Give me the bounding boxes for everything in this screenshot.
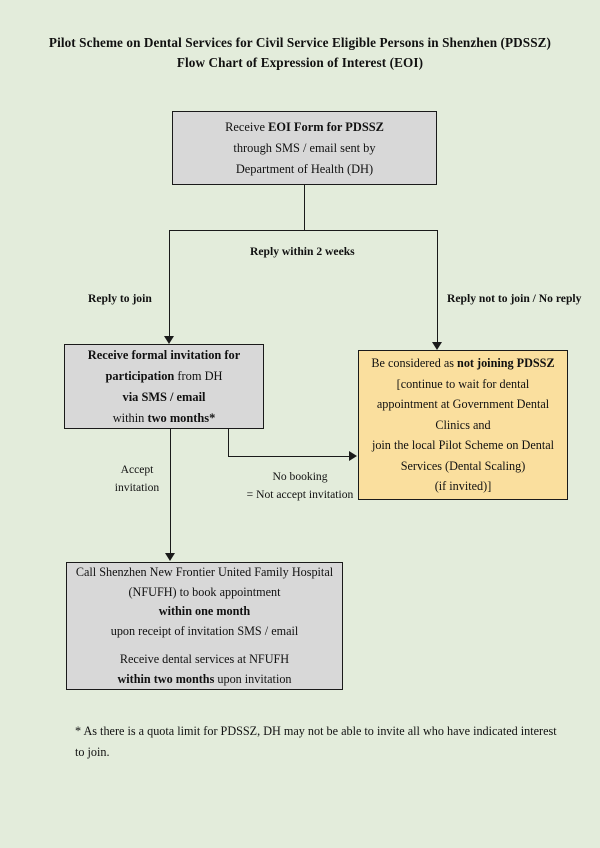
footnote-quota-limit: * As there is a quota limit for PDSSZ, D… xyxy=(75,724,557,759)
edge-label-reply-not-to-join: Reply not to join / No reply xyxy=(447,292,582,305)
line-bold: within two months xyxy=(117,671,215,686)
connector-split-bar xyxy=(169,230,438,231)
edge-label-reply-to-join: Reply to join xyxy=(88,292,152,305)
line-prefix: Department of Health (DH) xyxy=(235,161,374,176)
chart-title: Pilot Scheme on Dental Services for Civi… xyxy=(0,33,600,73)
edge-label-line: = Not accept invitation xyxy=(246,488,354,501)
node-line: Receive EOI Form for PDSSZ xyxy=(219,117,390,138)
node-line: Receive formal invitation for xyxy=(82,345,246,366)
connector-right-arm xyxy=(437,230,438,343)
node-line: Department of Health (DH) xyxy=(230,159,379,180)
connector-eoi-stem xyxy=(304,185,305,231)
node-line: Services (Dental Scaling) xyxy=(400,458,526,473)
node-line: through SMS / email sent by xyxy=(227,138,381,159)
node-line: appointment at Government Dental xyxy=(376,397,550,412)
node-line: upon receipt of invitation SMS / email xyxy=(110,623,299,638)
node-line: (NFUFH) to book appointment xyxy=(128,584,281,599)
edge-label-line: No booking xyxy=(272,470,328,483)
connector-accept-invitation xyxy=(170,429,171,554)
node-line: Call Shenzhen New Frontier United Family… xyxy=(75,565,334,579)
node-line: [continue to wait for dental xyxy=(396,376,530,391)
node-line: (if invited)] xyxy=(434,479,492,494)
line-bold: not joining PDSSZ xyxy=(457,356,555,371)
node-line: participation from DH xyxy=(99,366,228,387)
node-line: within two months* xyxy=(107,408,222,429)
node-not-joining-pdssz: Be considered as not joining PDSSZ [cont… xyxy=(358,350,568,500)
connector-left-arm xyxy=(169,230,170,337)
node-receive-eoi-form: Receive EOI Form for PDSSZ through SMS /… xyxy=(172,111,437,185)
arrow-head-down-icon xyxy=(432,342,442,350)
line-prefix: Receive xyxy=(225,119,269,134)
arrow-head-right-icon xyxy=(349,451,357,461)
edge-label-line: invitation xyxy=(114,481,160,494)
line-suffix: from DH xyxy=(174,368,223,383)
node-call-nfufh: Call Shenzhen New Frontier United Family… xyxy=(66,562,343,690)
title-line-2: Flow Chart of Expression of Interest (EO… xyxy=(176,55,424,70)
line-prefix: Be considered as xyxy=(371,356,458,371)
line-bold: via SMS / email xyxy=(122,389,206,404)
line-prefix: within xyxy=(112,410,148,425)
node-line: within two months upon invitation xyxy=(111,670,297,690)
line-bold: EOI Form for PDSSZ xyxy=(268,119,384,134)
node-line: Receive dental services at NFUFH xyxy=(119,652,290,666)
line-prefix: through SMS / email sent by xyxy=(233,140,376,155)
edge-label-no-booking: No booking = Not accept invitation xyxy=(241,468,359,504)
node-line: Clinics and xyxy=(435,417,491,432)
edge-label-reply-within-2-weeks: Reply within 2 weeks xyxy=(250,245,355,258)
arrow-head-down-icon xyxy=(165,553,175,561)
connector-no-booking-horizontal xyxy=(228,456,350,457)
connector-no-booking-vertical xyxy=(228,429,229,457)
node-line: Be considered as not joining PDSSZ xyxy=(365,353,560,374)
line-bold: Receive formal invitation for xyxy=(87,347,241,362)
node-line: join the local Pilot Scheme on Dental xyxy=(371,438,555,453)
arrow-head-down-icon xyxy=(164,336,174,344)
line-bold: participation xyxy=(105,368,175,383)
title-line-1: Pilot Scheme on Dental Services for Civi… xyxy=(48,35,552,50)
node-line: via SMS / email xyxy=(117,387,212,408)
line-bold: two months* xyxy=(147,410,216,425)
line-suffix: upon invitation xyxy=(214,671,292,686)
edge-label-accept-invitation: Accept invitation xyxy=(108,461,166,497)
node-line: within one month xyxy=(153,602,256,622)
line-bold: within one month xyxy=(158,604,251,618)
edge-label-line: Accept xyxy=(120,463,154,476)
node-receive-formal-invitation: Receive formal invitation for participat… xyxy=(64,344,264,429)
